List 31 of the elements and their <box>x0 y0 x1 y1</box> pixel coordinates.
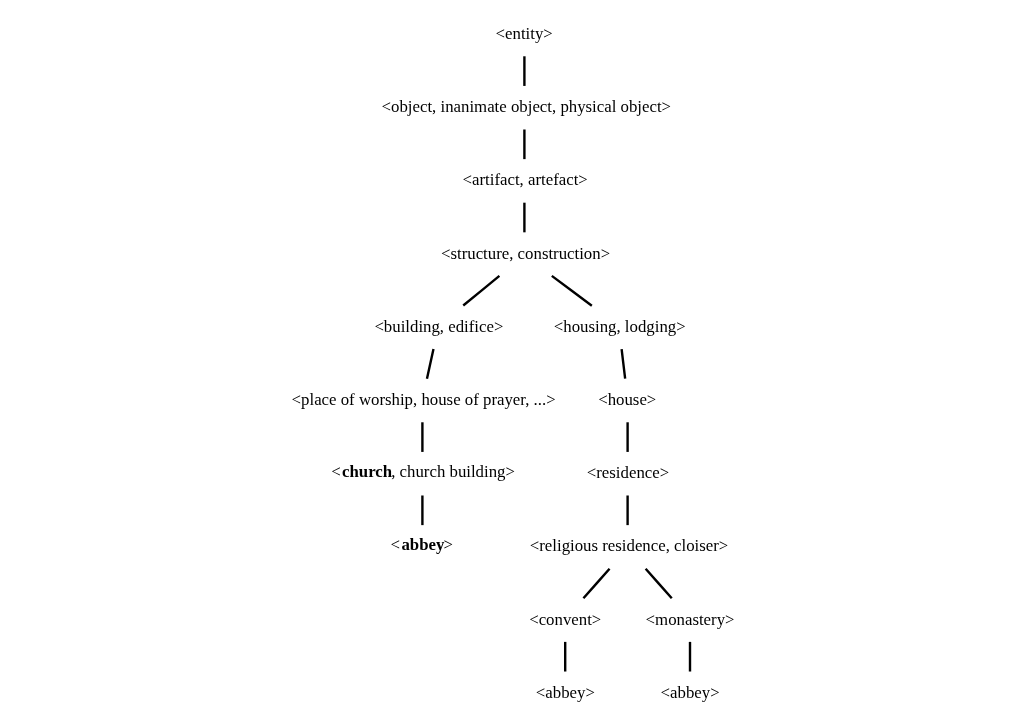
node-text: <abbey> <box>535 682 595 702</box>
node-text: <structure, construction> <box>441 243 611 263</box>
connector <box>626 422 629 452</box>
connector <box>523 202 526 233</box>
connector <box>421 495 424 526</box>
node-text: <housing, lodging> <box>553 316 686 336</box>
node-text: <abbey> <box>660 682 720 702</box>
connector <box>551 274 593 307</box>
connector <box>688 641 692 672</box>
node-text: <residence> <box>586 463 670 483</box>
node-text: <place of worship, house of prayer, ...> <box>291 390 556 410</box>
node-text: <building, edifice> <box>374 316 504 336</box>
connector <box>425 348 435 379</box>
connector <box>564 641 567 672</box>
connector <box>421 422 424 452</box>
node-text: <religious residence, cloiser> <box>529 536 729 556</box>
node-text: <object, inanimate object, physical object> <box>381 97 672 117</box>
connector <box>620 348 627 379</box>
connector <box>626 495 629 526</box>
node-text: <house> <box>598 390 657 410</box>
connector <box>523 129 526 160</box>
node-text: <abbey> <box>390 535 453 555</box>
connector <box>582 567 611 600</box>
node-text: <church, church building> <box>331 462 515 482</box>
connector <box>523 56 526 86</box>
node-text: <convent> <box>529 609 602 629</box>
node-text: <monastery> <box>645 609 735 629</box>
connector <box>644 567 673 600</box>
node-text: <entity> <box>495 24 553 44</box>
connector <box>462 274 501 307</box>
node-text: <artifact, artefact> <box>462 170 588 190</box>
